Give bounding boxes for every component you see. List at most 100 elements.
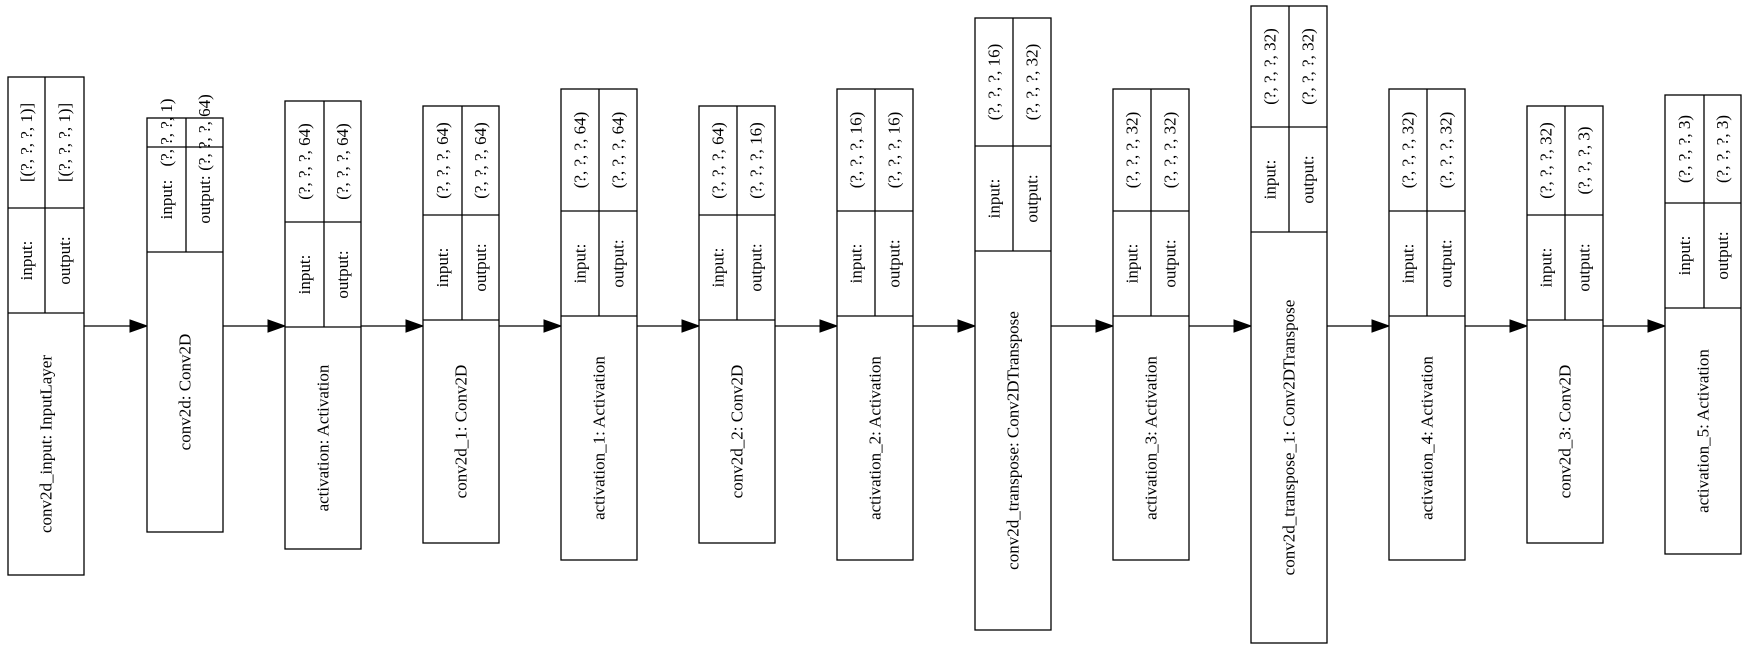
layer-name-label: activation_1: Activation bbox=[590, 356, 609, 520]
layer-node-box bbox=[7, 76, 85, 576]
output-shape-label: (?, ?, ?, 3) bbox=[1575, 127, 1594, 195]
input-shape-label: [(?, ?, ?, 1)] bbox=[17, 103, 36, 182]
input-port-label: input: bbox=[1675, 236, 1694, 276]
input-port-label: input: bbox=[1123, 244, 1142, 284]
input-shape-label: (?, ?, ?, 64) bbox=[571, 112, 590, 188]
layer-node-box bbox=[422, 105, 500, 544]
layer-name-label: activation: Activation bbox=[314, 364, 333, 511]
input-port-label: input: bbox=[1537, 248, 1556, 288]
layer-name-label: conv2d_transpose_1: Conv2DTranspose bbox=[1280, 300, 1299, 576]
layer-name-label: conv2d_transpose: Conv2DTranspose bbox=[1004, 311, 1023, 570]
layer-node-n0: conv2d_input: InputLayer input: output: [(?… bbox=[7, 76, 85, 576]
output-shape-label: (?, ?, ?, 32) bbox=[1161, 112, 1180, 188]
output-port-label: output: bbox=[195, 175, 214, 223]
output-port-label: output: bbox=[1437, 239, 1456, 287]
edge-arrow bbox=[637, 319, 701, 333]
layer-name-label: conv2d_input: InputLayer bbox=[37, 355, 56, 533]
output-shape-label: (?, ?, ?, 64) bbox=[195, 94, 214, 170]
output-port-label: output: bbox=[1575, 243, 1594, 291]
edge-arrow bbox=[1603, 319, 1667, 333]
layer-node-box bbox=[1664, 94, 1742, 555]
output-port-label: output: bbox=[885, 239, 904, 287]
input-shape-label: (?, ?, ?, 16) bbox=[985, 44, 1004, 120]
edge-arrow bbox=[223, 319, 287, 333]
layer-node-n3: conv2d_1: Conv2D input: output: (?, ?, ?, 6… bbox=[422, 105, 500, 544]
arrowhead bbox=[1371, 319, 1391, 333]
layer-node-box bbox=[560, 88, 638, 561]
arrowhead bbox=[543, 319, 563, 333]
layer-name-label: activation_4: Activation bbox=[1418, 356, 1437, 520]
output-shape-label: [(?, ?, ?, 1)] bbox=[55, 103, 74, 182]
arrowhead bbox=[1233, 319, 1253, 333]
output-port-label: output: bbox=[471, 243, 490, 291]
output-shape-label: (?, ?, ?, 16) bbox=[885, 112, 904, 188]
layer-node-n11: conv2d_3: Conv2D input: output: (?, ?, ?, 3… bbox=[1526, 105, 1604, 544]
input-port-label: input: bbox=[1261, 160, 1280, 200]
output-port-label: output: bbox=[609, 239, 628, 287]
arrowhead bbox=[1647, 319, 1667, 333]
input-port-label: input: bbox=[1399, 244, 1418, 284]
arrowhead bbox=[957, 319, 977, 333]
output-port-label: output: bbox=[55, 236, 74, 284]
layer-name-label: conv2d_1: Conv2D bbox=[452, 365, 471, 499]
arrowhead bbox=[267, 319, 287, 333]
layer-name-label: conv2d_3: Conv2D bbox=[1556, 365, 1575, 499]
output-shape-label: (?, ?, ?, 64) bbox=[471, 122, 490, 198]
output-shape-label: (?, ?, ?, 32) bbox=[1299, 28, 1318, 104]
input-shape-label: (?, ?, ?, 64) bbox=[295, 123, 314, 199]
layer-name-label: activation_5: Activation bbox=[1694, 349, 1713, 513]
arrowhead bbox=[1509, 319, 1529, 333]
input-shape-label: (?, ?, ?, 16) bbox=[847, 112, 866, 188]
input-port-label: input: bbox=[985, 179, 1004, 219]
input-port-label: input: bbox=[157, 180, 176, 220]
arrowhead bbox=[819, 319, 839, 333]
input-port-label: input: bbox=[433, 248, 452, 288]
layer-node-n9: conv2d_transpose_1: Conv2DTranspose input… bbox=[1250, 5, 1328, 644]
edges-layer bbox=[84, 319, 1667, 333]
input-shape-label: (?, ?, ?, 3) bbox=[1675, 115, 1694, 183]
input-port-label: input: bbox=[295, 255, 314, 295]
output-shape-label: (?, ?, ?, 64) bbox=[609, 112, 628, 188]
output-port-label: output: bbox=[1161, 239, 1180, 287]
output-shape-label: (?, ?, ?, 32) bbox=[1437, 112, 1456, 188]
input-shape-label: (?, ?, ?, 32) bbox=[1261, 28, 1280, 104]
input-shape-label: (?, ?, ?, 64) bbox=[709, 122, 728, 198]
input-shape-label: (?, ?, ?, 1) bbox=[157, 99, 176, 167]
edge-arrow bbox=[1189, 319, 1253, 333]
layer-node-n6: activation_2: Activationinput:output:(?,… bbox=[836, 88, 914, 561]
layer-node-n1: conv2d: Conv2D input: output: (?, ?, ?, 1) (… bbox=[146, 94, 224, 533]
input-shape-label: (?, ?, ?, 64) bbox=[433, 122, 452, 198]
input-shape-label: (?, ?, ?, 32) bbox=[1123, 112, 1142, 188]
layer-name-label: activation_3: Activation bbox=[1142, 356, 1161, 520]
edge-arrow bbox=[1327, 319, 1391, 333]
input-port-label: input: bbox=[571, 244, 590, 284]
output-port-label: output: bbox=[747, 243, 766, 291]
output-port-label: output: bbox=[1713, 231, 1732, 279]
layer-node-n12: activation_5: Activation input: output: (?,… bbox=[1664, 94, 1742, 555]
arrowhead bbox=[1095, 319, 1115, 333]
input-port-label: input: bbox=[17, 241, 36, 281]
output-shape-label: (?, ?, ?, 16) bbox=[747, 122, 766, 198]
edge-arrow bbox=[1465, 319, 1529, 333]
output-shape-label: (?, ?, ?, 3) bbox=[1713, 115, 1732, 183]
layer-name-label: conv2d: Conv2D bbox=[176, 334, 195, 451]
input-shape-label: (?, ?, ?, 32) bbox=[1399, 112, 1418, 188]
edge-arrow bbox=[775, 319, 839, 333]
edge-arrow bbox=[361, 319, 425, 333]
layer-node-n8: activation_3: Activation input: output: (?,… bbox=[1112, 88, 1190, 561]
nodes-layer: conv2d_input: InputLayer input: output: [(?… bbox=[7, 5, 1742, 644]
arrowhead bbox=[129, 319, 149, 333]
layer-node-n4: activation_1: Activation input: output: (?,… bbox=[560, 88, 638, 561]
layer-node-box bbox=[146, 117, 224, 533]
output-shape-label: (?, ?, ?, 64) bbox=[333, 123, 352, 199]
output-shape-label: (?, ?, ?, 32) bbox=[1023, 44, 1042, 120]
arrowhead bbox=[405, 319, 425, 333]
edge-arrow bbox=[499, 319, 563, 333]
layer-name-label: activation_2: Activation bbox=[866, 356, 885, 520]
edge-arrow bbox=[913, 319, 977, 333]
layer-node-n7: conv2d_transpose: Conv2DTransposeinput:o… bbox=[974, 17, 1052, 631]
layer-name-label: conv2d_2: Conv2D bbox=[728, 365, 747, 499]
